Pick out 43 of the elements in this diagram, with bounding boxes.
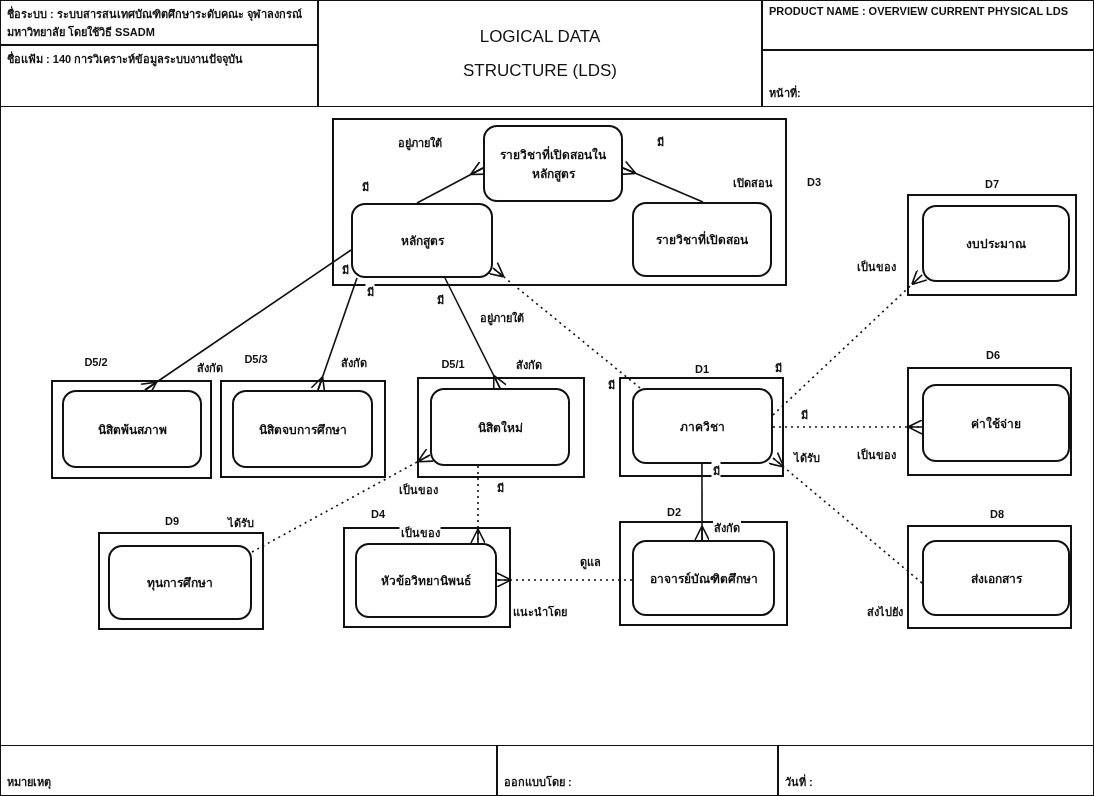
entity-box: ทุนการศึกษา	[108, 545, 252, 620]
system-name-field: ชื่อระบบ : ระบบสารสนเทศบัณฑิตศึกษาระดับคณะ จุฬาลงกรณ์มหาวิทยาลัย โดยใช้วิธี SSADM	[0, 0, 318, 45]
relationship-line	[496, 572, 633, 588]
relationship-line	[772, 419, 923, 435]
entity-box: ภาควิชา	[632, 388, 773, 464]
entity-box: รายวิชาที่เปิดสอน	[632, 202, 772, 277]
title: LOGICAL DATA STRUCTURE (LDS)	[318, 0, 762, 107]
entity-id-label: D6	[985, 349, 1001, 361]
page-number-field: หน้าที่:	[762, 50, 1094, 107]
entity-id-label: D2	[666, 506, 682, 518]
entity-id-label: D5/3	[244, 353, 268, 365]
entity-box: ค่าใช้จ่าย	[922, 384, 1070, 462]
relationship-label: อยู่ภายใต้	[397, 134, 443, 152]
entity-box: รายวิชาที่เปิดสอนในหลักสูตร	[483, 125, 623, 202]
entity-box: นิสิตจบการศึกษา	[232, 390, 373, 468]
relationship-line	[694, 463, 710, 541]
entity-id-label: D4	[370, 508, 386, 520]
entity-id-label: D5/1	[441, 358, 465, 370]
remarks-field: หมายเหตุ	[0, 745, 497, 796]
entity-box: งบประมาณ	[922, 205, 1070, 282]
designer-field: ออกแบบโดย :	[497, 745, 778, 796]
entity-id-label: D5/2	[84, 356, 108, 368]
entity-box: หลักสูตร	[351, 203, 493, 278]
file-name-field: ชื่อแฟ้ม : 140 การวิเคราะห์ข้อมูลระบบงานปัจจุบัน	[0, 45, 318, 107]
entity-box: นิสิตพ้นสภาพ	[62, 390, 202, 468]
relationship-line	[487, 261, 641, 389]
entity-id-label: D1	[694, 363, 710, 375]
entity-box: นิสิตใหม่	[430, 388, 570, 466]
relationship-line	[251, 448, 435, 553]
entity-box: ส่งเอกสาร	[922, 540, 1070, 616]
entity-id-label: D9	[164, 515, 180, 527]
entity-id-label: D8	[989, 508, 1005, 520]
entity-id-label: D3	[806, 176, 822, 188]
date-field: วันที่ :	[778, 745, 1094, 796]
relationship-label: อยู่ภายใต้	[479, 309, 525, 327]
relationship-line	[772, 269, 928, 416]
entity-id-label: D7	[984, 178, 1000, 190]
relationship-line	[767, 451, 923, 584]
relationship-line	[470, 465, 486, 544]
product-name-field: PRODUCT NAME : OVERVIEW CURRENT PHYSICAL LDS	[762, 0, 1094, 50]
relationship-label: มี	[711, 462, 721, 480]
entity-box: หัวข้อวิทยานิพนธ์	[355, 543, 497, 618]
entity-box: อาจารย์บัณฑิตศึกษา	[632, 540, 775, 616]
